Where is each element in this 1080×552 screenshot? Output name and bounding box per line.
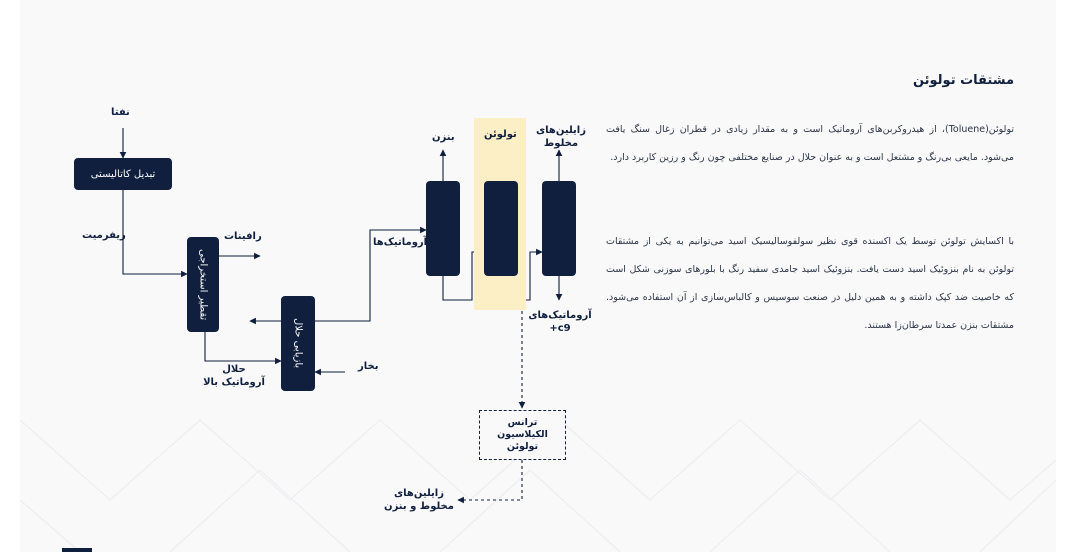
toluene-label: تولوئن <box>484 129 517 140</box>
transalkylation-to-products <box>457 460 523 504</box>
benzene-column <box>426 181 460 276</box>
article-paragraph-1: تولوئن(Toluene)، از هیدروکربن‌های آرومات… <box>606 124 1014 163</box>
xylene-column <box>542 181 576 276</box>
reformate-flow <box>122 190 188 278</box>
reformate-label: ریفرمیت <box>82 230 126 241</box>
corner-mark <box>62 548 92 552</box>
naphtha-label: نفتا <box>111 107 130 118</box>
aromatics-label: آروماتیک‌ها <box>373 237 428 248</box>
mixed-xylenes-label: زایلین‌های مخلوط <box>536 125 586 149</box>
high-aromatic-flow <box>204 332 282 365</box>
high-aromatic-solvent-label: حلال آروماتیک بالا <box>203 364 265 388</box>
aromatics-flow <box>315 226 427 322</box>
transalkylation-unit: ترانس الکیلاسیون تولوئن <box>479 410 566 460</box>
toluene-column <box>484 181 518 276</box>
solvent-recovery-unit: بازیابی حلال <box>281 296 315 391</box>
extractive-distillation-unit: تقطیر استخراجی <box>187 237 219 332</box>
catalytic-conversion-unit: تبدیل کاتالیستی <box>74 158 172 190</box>
benzene-label: بنزن <box>432 132 455 143</box>
article-paragraph-2: با اکسایش تولوئن توسط یک اکسنده قوی نظیر… <box>606 236 1014 331</box>
raffinate-label: رافینات <box>224 231 262 242</box>
steam-label: بخار <box>358 361 379 372</box>
xylenes-benzene-label: زایلین‌های مخلوط و بنزن <box>384 488 454 512</box>
c9-aromatics-label: آروماتیک‌های c9+ <box>528 310 592 334</box>
article-title: مشتقات تولوئن <box>912 73 1014 88</box>
